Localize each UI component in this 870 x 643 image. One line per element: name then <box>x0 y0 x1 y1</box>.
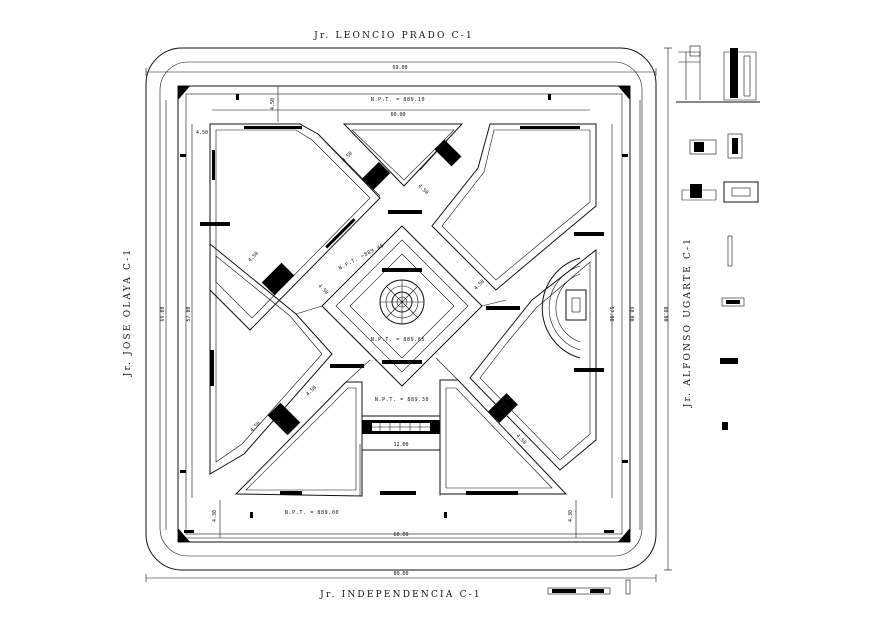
wing-north <box>342 123 464 214</box>
dim-left-outer: 69.00 <box>160 306 166 321</box>
dim-corner-top: 4.50 <box>270 98 276 110</box>
wing-northeast <box>431 123 604 291</box>
dim-diag-1: 4.50 <box>341 151 354 164</box>
diagonal-walkways <box>295 123 507 496</box>
detail-section-a <box>689 133 743 159</box>
amphitheatre <box>541 257 587 359</box>
dim-entry-width: 12.00 <box>393 442 408 448</box>
dim-diag-4: 4.50 <box>317 283 330 296</box>
level-south-entry: N.P.T. = 889.30 <box>375 397 429 403</box>
dim-diag-8: 4.50 <box>249 421 262 434</box>
dim-top-outer: 69.00 <box>392 65 407 71</box>
dim-bottom-outer: 80.00 <box>393 571 408 577</box>
dim-diag-5: 4.50 <box>473 279 486 292</box>
dim-right-mid: 57.00 <box>608 306 614 321</box>
detail-section-b <box>681 181 759 203</box>
dimension-lines <box>145 47 672 582</box>
central-plaza <box>321 225 483 387</box>
dim-left-inner: 57.00 <box>186 306 192 321</box>
wing-southwest <box>234 381 416 497</box>
wing-southeast <box>439 379 568 495</box>
dim-right-inner: 60.00 <box>628 306 634 321</box>
dim-top-inner: 60.00 <box>390 112 405 118</box>
dim-bottom-inner: 60.00 <box>393 532 408 538</box>
dim-corner-bottom-right: 4.30 <box>568 510 574 522</box>
dim-corner-bottom-left: 4.30 <box>212 510 218 522</box>
dim-corner-left: 4.50 <box>196 130 208 136</box>
street-west-label: Jr. JOSE OLAYA C-1 <box>123 248 133 378</box>
wing-east <box>469 248 604 471</box>
level-center: N.P.T. = 889.65 <box>371 337 425 343</box>
central-fountain <box>379 279 425 325</box>
level-nw-wing: N.P.T. =889.45 <box>338 243 385 272</box>
detail-elevation-top <box>676 45 760 103</box>
dim-diag-3: 4.50 <box>247 251 260 264</box>
bench-marks <box>180 94 628 533</box>
level-south: N.P.T. = 889.00 <box>285 510 339 516</box>
dim-right-outer: 80.00 <box>662 306 668 321</box>
dim-diag-6: 4.50 <box>305 385 318 398</box>
street-south-label: Jr. INDEPENDENCIA C-1 <box>319 590 482 600</box>
outer-perimeter <box>145 47 657 571</box>
street-north-label: Jr. LEONCIO PRADO C-1 <box>313 31 474 41</box>
level-north: N.P.T. = 889.10 <box>371 97 425 103</box>
dim-diag-2: 4.50 <box>417 183 430 196</box>
detail-bottom-legend <box>547 579 631 595</box>
detail-small-marks <box>720 235 745 430</box>
street-east-label: Jr. ALFONSO UGARTE C-1 <box>683 237 693 408</box>
wing-west <box>209 242 364 475</box>
